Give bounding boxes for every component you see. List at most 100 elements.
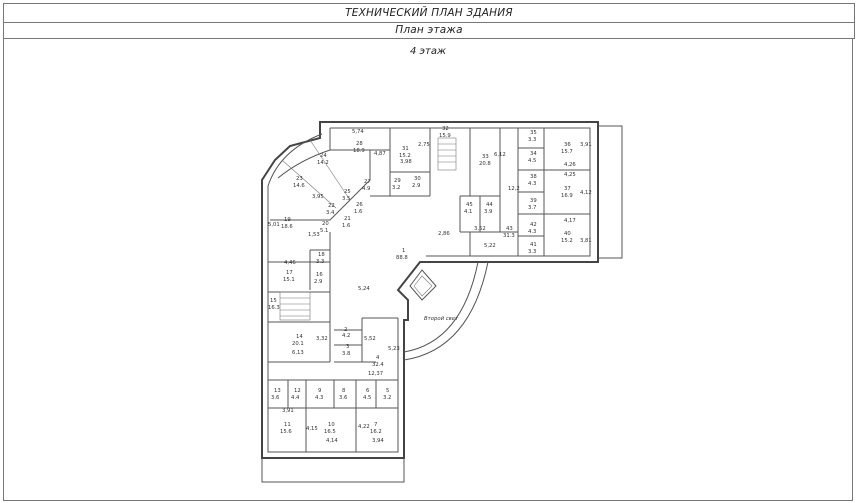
room-38: 38 bbox=[530, 174, 537, 180]
room-30-area: 2.9 bbox=[412, 183, 420, 189]
room-7: 7 bbox=[374, 422, 377, 428]
dim-12-2: 12,2 bbox=[508, 186, 520, 192]
room-14: 14 bbox=[296, 334, 303, 340]
dim-5-74: 5,74 bbox=[352, 129, 364, 135]
room-42: 42 bbox=[530, 222, 537, 228]
room-9-area: 4.3 bbox=[315, 395, 323, 401]
dim-4-87: 4,87 bbox=[374, 151, 386, 157]
dim-4-15: 4,15 bbox=[306, 426, 318, 432]
room-39-area: 3.7 bbox=[528, 205, 536, 211]
room-38-area: 4.3 bbox=[528, 181, 536, 187]
elevator-symbol bbox=[409, 269, 437, 301]
room-19: 19 bbox=[284, 217, 291, 223]
room-5-area: 3.2 bbox=[383, 395, 391, 401]
dim-4-22: 4,22 bbox=[358, 424, 370, 430]
room-13: 13 bbox=[274, 388, 281, 394]
room-6-area: 4.5 bbox=[363, 395, 371, 401]
room-32-area: 15.9 bbox=[439, 133, 451, 139]
room-44-area: 3.9 bbox=[484, 209, 492, 215]
room-16-area: 2.9 bbox=[314, 279, 322, 285]
room-2-area: 4.2 bbox=[342, 333, 350, 339]
dim-3-94: 3,94 bbox=[372, 438, 384, 444]
document-title: ТЕХНИЧЕСКИЙ ПЛАН ЗДАНИЯ bbox=[3, 3, 855, 23]
room-30: 30 bbox=[414, 176, 421, 182]
room-23-area: 14.6 bbox=[293, 183, 305, 189]
room-6: 6 bbox=[366, 388, 370, 394]
dimension-labels: 12,37 Второй свет 2,86 3,52 5,22 5,24 5,… bbox=[268, 129, 592, 444]
room-20: 20 bbox=[322, 221, 329, 227]
room-37: 37 bbox=[564, 186, 571, 192]
room-22: 22 bbox=[328, 203, 335, 209]
dim-4-14: 4,14 bbox=[326, 438, 338, 444]
dim-4-46: 4,46 bbox=[284, 260, 296, 266]
room-labels: 1 88.8 2 4.2 3 3.8 4 32.4 5 3.2 6 4.5 7 … bbox=[268, 126, 573, 435]
room-41-area: 3.3 bbox=[528, 249, 536, 255]
room-26: 26 bbox=[356, 202, 363, 208]
room-13-area: 3.6 bbox=[271, 395, 280, 401]
room-20-area: 5.1 bbox=[320, 228, 328, 234]
dim-5-22: 5,22 bbox=[484, 243, 496, 249]
room-19-area: 18.6 bbox=[281, 224, 293, 230]
plan-subtitle: План этажа bbox=[3, 22, 855, 39]
outer-walls bbox=[261, 121, 623, 483]
room-21: 21 bbox=[344, 216, 351, 222]
room-26-area: 1.6 bbox=[354, 209, 363, 215]
room-15-area: 16.3 bbox=[268, 305, 280, 311]
room-8: 8 bbox=[342, 388, 346, 394]
room-36-area: 15.7 bbox=[561, 149, 573, 155]
dim-3-95: 3,95 bbox=[312, 194, 324, 200]
dim-3-81: 3,81 bbox=[580, 238, 592, 244]
room-43-area: 31.3 bbox=[503, 233, 515, 239]
room-28-area: 18.9 bbox=[353, 148, 365, 154]
staircase-left bbox=[279, 291, 311, 321]
floor-label: 4 этаж bbox=[410, 46, 446, 57]
dim-6-13: 6,13 bbox=[292, 350, 304, 356]
room-15: 15 bbox=[270, 298, 277, 304]
room-18: 18 bbox=[318, 252, 325, 258]
dim-2-86: 2,86 bbox=[438, 231, 450, 237]
room-39: 39 bbox=[530, 198, 537, 204]
room-11: 11 bbox=[284, 422, 291, 428]
room-40: 40 bbox=[564, 231, 571, 237]
room-27: 27 bbox=[364, 179, 371, 185]
room-37-area: 16.9 bbox=[561, 193, 573, 199]
room-28: 28 bbox=[356, 141, 363, 147]
room-44: 44 bbox=[486, 202, 493, 208]
room-27-area: 4.9 bbox=[362, 186, 370, 192]
room-10: 10 bbox=[328, 422, 335, 428]
room-23: 23 bbox=[296, 176, 303, 182]
room-11-area: 15.6 bbox=[280, 429, 292, 435]
room-34: 34 bbox=[530, 151, 537, 157]
dim-3-98: 3,98 bbox=[400, 159, 412, 165]
room-12: 12 bbox=[294, 388, 301, 394]
room-17: 17 bbox=[286, 270, 293, 276]
room-42-area: 4.3 bbox=[528, 229, 536, 235]
room-31-area: 15.2 bbox=[399, 153, 411, 159]
room-1: 1 bbox=[402, 248, 405, 254]
room-33: 33 bbox=[482, 154, 489, 160]
room-7-area: 16.2 bbox=[370, 429, 382, 435]
room-16: 16 bbox=[316, 272, 323, 278]
dim-12-37: 12,37 bbox=[368, 371, 383, 377]
room-24: 24 bbox=[320, 153, 327, 159]
room-4-area: 32.4 bbox=[372, 362, 384, 368]
dim-3-91-b: 3,91 bbox=[580, 142, 592, 148]
drawing-frame bbox=[3, 39, 853, 501]
second-light-arc bbox=[403, 261, 489, 361]
dim-4-26: 4,26 bbox=[564, 162, 576, 168]
room-17-area: 15.1 bbox=[283, 277, 295, 283]
dim-5-01: 5,01 bbox=[268, 222, 280, 228]
dim-3-52: 3,52 bbox=[474, 226, 486, 232]
dim-4-12: 4,12 bbox=[580, 190, 592, 196]
room-24-area: 14.2 bbox=[317, 160, 329, 166]
dim-5-24: 5,24 bbox=[358, 286, 370, 292]
room-2: 2 bbox=[344, 327, 347, 333]
room-3: 3 bbox=[346, 344, 349, 350]
room-18-area: 3.3 bbox=[316, 259, 324, 265]
dim-6-12: 6,12 bbox=[494, 152, 506, 158]
room-29-area: 3.2 bbox=[392, 185, 400, 191]
room-35-area: 3.3 bbox=[528, 137, 536, 143]
dim-5-52: 5,52 bbox=[364, 336, 376, 342]
dim-2-75: 2,75 bbox=[418, 142, 430, 148]
dim-4-17: 4,17 bbox=[564, 218, 576, 224]
